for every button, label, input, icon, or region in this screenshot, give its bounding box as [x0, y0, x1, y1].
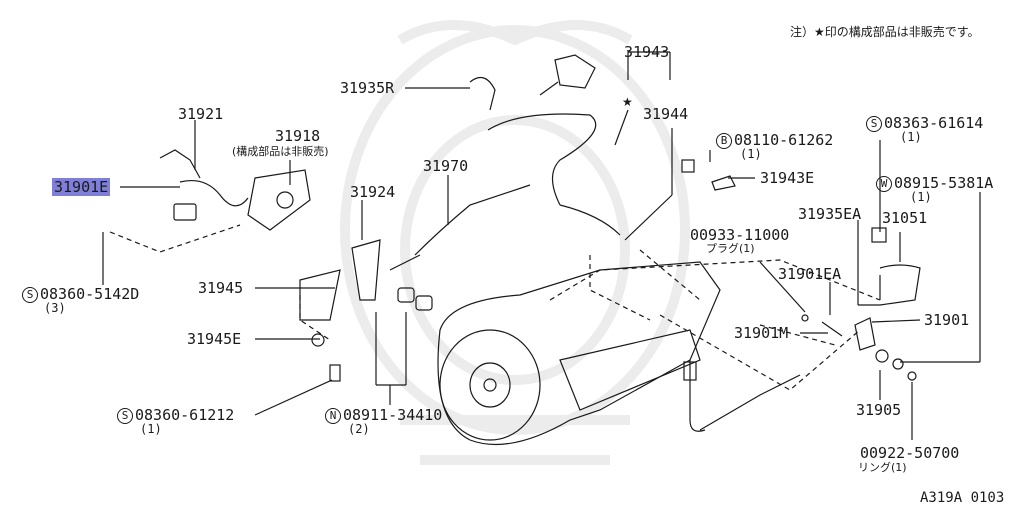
fastener-code: 08360-5142D: [40, 285, 140, 303]
callout-00922-name: リング(1): [858, 461, 907, 474]
fastener-qty: (1): [900, 130, 922, 144]
callout-31051[interactable]: 31051: [882, 209, 928, 227]
fastener-qty: (1): [140, 422, 162, 436]
callout-00933[interactable]: 00933-11000: [690, 226, 790, 244]
circled-w-icon: W: [876, 176, 892, 192]
callout-31905[interactable]: 31905: [856, 401, 902, 419]
callout-31901[interactable]: 31901: [924, 311, 970, 329]
callout-31924[interactable]: 31924: [350, 183, 396, 201]
callout-00933-name: プラグ(1): [706, 242, 755, 255]
circled-s-icon: S: [22, 287, 38, 303]
fastener-code: 08360-61212: [135, 406, 235, 424]
circled-n-icon: N: [325, 408, 341, 424]
reference-code: A319A 0103: [920, 490, 1005, 506]
callout-31901E[interactable]: 31901E: [52, 178, 111, 196]
callout-31918[interactable]: 31918: [275, 127, 321, 145]
fastener-qty: (2): [348, 422, 370, 436]
callout-31901M[interactable]: 31901M: [734, 324, 789, 342]
fastener-qty: (1): [910, 190, 932, 204]
callout-31970[interactable]: 31970: [423, 157, 469, 175]
callout-31918-note: (構成部品は非販売): [232, 145, 329, 158]
fastener-qty: (1): [740, 147, 762, 161]
callout-00922[interactable]: 00922-50700: [860, 444, 960, 462]
callout-31901E-text: 31901E: [52, 178, 111, 196]
fastener-code: 08363-61614: [884, 114, 984, 132]
circled-b-icon: B: [716, 133, 732, 149]
circled-s-icon: S: [117, 408, 133, 424]
fastener-code: 08911-34410: [343, 406, 443, 424]
callout-31943E[interactable]: 31943E: [760, 169, 815, 187]
callout-31935R[interactable]: 31935R: [340, 79, 395, 97]
watermark-crest: [340, 20, 690, 465]
fastener-code: 08915-5381A: [894, 174, 994, 192]
callout-31901EA[interactable]: 31901EA: [778, 265, 842, 283]
note-text: 注）★印の構成部品は非販売です。: [790, 25, 980, 39]
fastener-code: 08110-61262: [734, 131, 834, 149]
callout-31945[interactable]: 31945: [198, 279, 244, 297]
callout-31945E[interactable]: 31945E: [187, 330, 242, 348]
callout-31921[interactable]: 31921: [178, 105, 224, 123]
circled-s-icon: S: [866, 116, 882, 132]
callout-31943[interactable]: 31943: [624, 43, 670, 61]
star-marker-icon: ★: [622, 95, 633, 109]
callout-31944[interactable]: 31944: [643, 105, 689, 123]
callout-31935EA[interactable]: 31935EA: [798, 205, 862, 223]
fastener-qty: (3): [44, 301, 66, 315]
